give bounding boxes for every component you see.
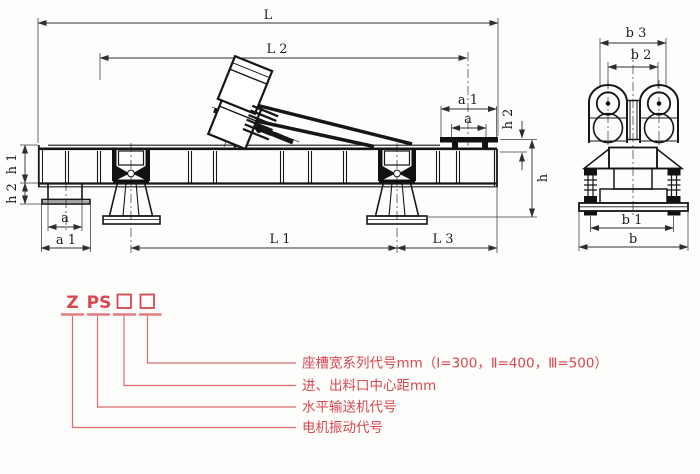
dim-label-L: L	[264, 8, 273, 23]
dim-label-h2-right: h 2	[501, 109, 516, 130]
end-view-motors	[588, 84, 679, 144]
motor-rib-fins	[242, 104, 279, 141]
extension-lines	[20, 18, 689, 253]
dim-label-b2: b 2	[631, 48, 652, 63]
spring-support-1	[102, 148, 161, 225]
trough-stiffeners	[64, 151, 461, 183]
end-view	[578, 84, 689, 216]
main-side-view	[37, 54, 498, 225]
dim-label-b1: b 1	[622, 213, 643, 228]
end-view-body	[578, 146, 689, 212]
motor-body-upper	[216, 54, 274, 116]
model-code-letters-ps: PS	[87, 293, 112, 313]
legend-entry-horizontal-conveyor: 水平输送机代号	[302, 400, 397, 416]
dim-label-h1: h 1	[5, 154, 20, 175]
motor-mount-bolt	[256, 127, 262, 133]
vibration-motor-assembly	[206, 54, 413, 151]
legend-entry-port-distance: 进、出料口中心距mm	[302, 378, 436, 394]
inlet-flange	[440, 137, 498, 148]
dimension-lines	[21, 19, 689, 252]
spring-support-2	[366, 148, 428, 225]
dim-label-h2-left: h 2	[5, 183, 20, 204]
model-code-legend: Z PS 座槽宽系列代号mm（Ⅰ=300，Ⅱ=400，Ⅲ=500） 进、出料口中…	[61, 293, 608, 436]
model-code-placeholder-box-2	[139, 293, 155, 309]
legend-entry-trough-width: 座槽宽系列代号mm（Ⅰ=300，Ⅱ=400，Ⅲ=500）	[302, 355, 608, 372]
end-view-springs	[584, 169, 681, 216]
dim-label-a1-right: a 1	[458, 93, 478, 108]
dim-label-b: b	[629, 232, 637, 247]
dim-label-L3: L 3	[432, 232, 453, 247]
legend-entry-motor-vibration: 电机振动代号	[302, 420, 383, 436]
discharge-spout	[41, 182, 91, 205]
centerlines	[65, 48, 660, 253]
dim-label-a1-left: a 1	[56, 233, 76, 248]
dim-label-L1: L 1	[269, 232, 290, 247]
trough	[37, 144, 498, 188]
dim-label-b3: b 3	[626, 26, 647, 41]
dim-label-L2: L 2	[266, 42, 287, 57]
dim-label-a-left: a	[61, 211, 69, 226]
model-code-placeholder-box-1	[116, 293, 132, 309]
legend-leader-lines	[71, 316, 296, 429]
dim-label-h: h	[536, 173, 551, 182]
model-code-letter-z: Z	[66, 293, 78, 313]
dim-label-a-right: a	[464, 112, 472, 127]
